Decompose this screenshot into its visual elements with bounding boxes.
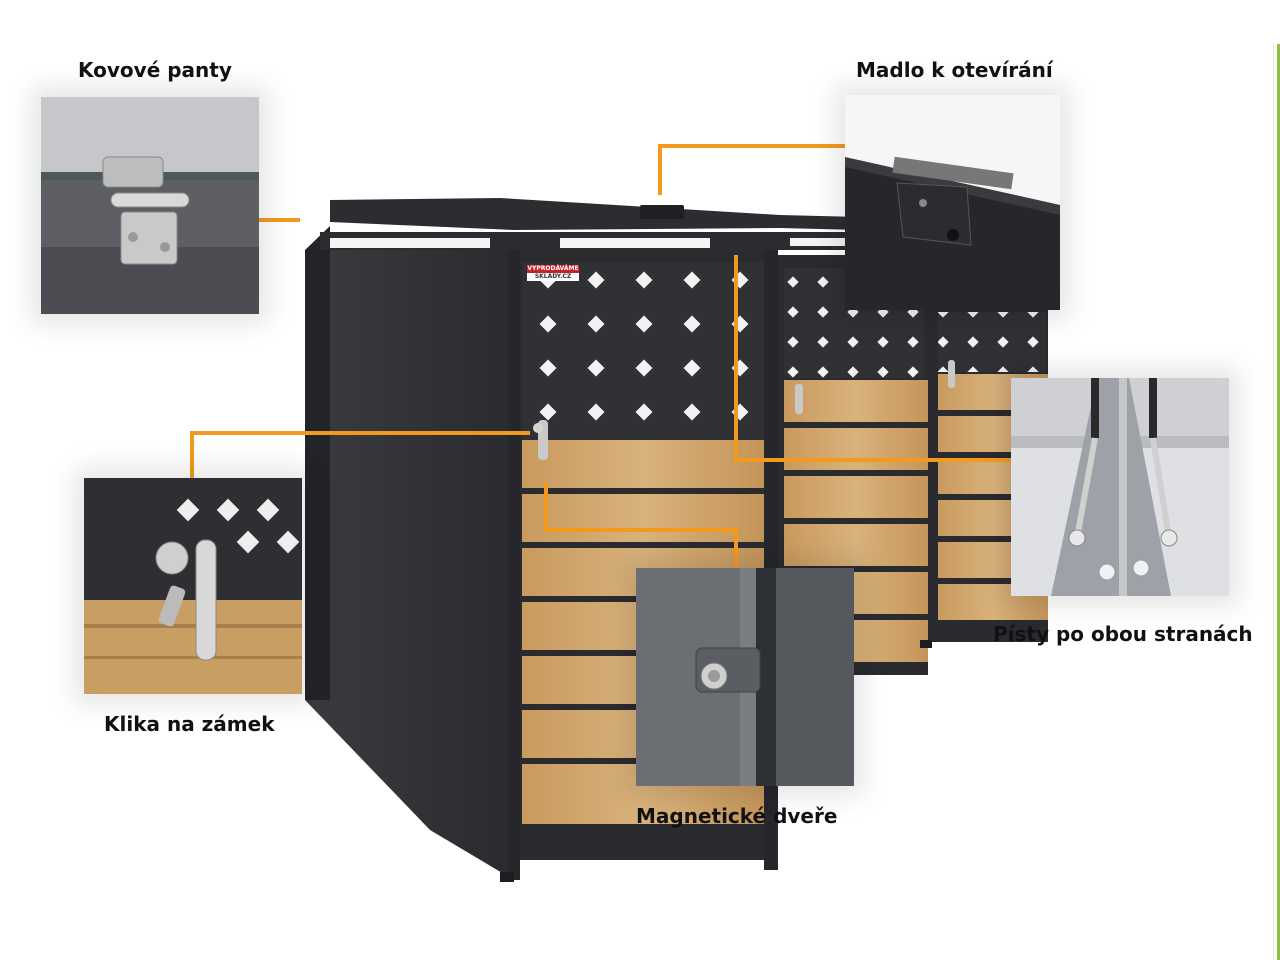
callout-pistons-label: Písty po obou stranách <box>993 622 1253 646</box>
callout-lock-handle-label: Klika na zámek <box>104 712 275 736</box>
handle-detail-photo <box>845 95 1060 310</box>
lock-handle-detail-photo <box>84 478 302 694</box>
brand-line-2: SKLADY.CZ <box>527 273 579 281</box>
callout-handle-label: Madlo k otevírání <box>856 58 1053 82</box>
callout-hinges-label: Kovové panty <box>78 58 232 82</box>
magnetic-door-detail-photo <box>636 568 854 786</box>
pistons-detail-photo <box>1011 378 1229 596</box>
side-accent-stripe-thin <box>1273 44 1274 960</box>
side-accent-stripe <box>1277 44 1280 960</box>
hinge-detail-photo <box>41 97 259 314</box>
brand-line-1: VYPRODÁVÁME <box>527 265 579 272</box>
brand-sticker: VYPRODÁVÁME SKLADY.CZ <box>527 265 579 281</box>
callout-magnetic-door-label: Magnetické dveře <box>636 804 838 828</box>
